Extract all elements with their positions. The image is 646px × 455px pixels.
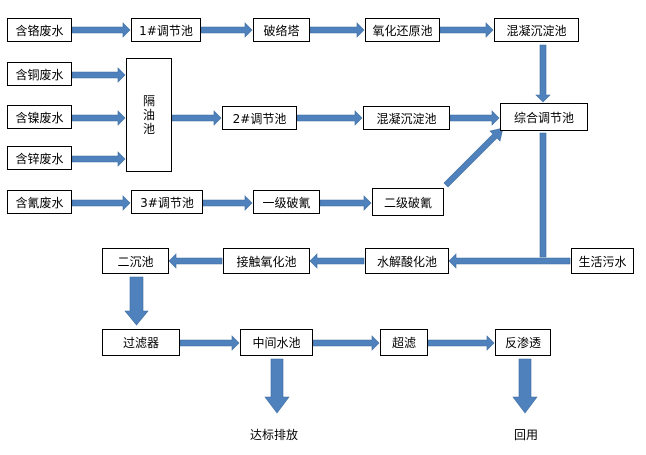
label-chrome-waste: 含铬废水 [15,23,64,38]
arrow-adjust3-to-break1 [202,195,253,211]
node-adjust2: 2#调节池 [222,106,297,130]
node-intermediate-pool: 中间水池 [240,329,313,356]
output-discharge: 达标排放 [250,428,299,442]
node-breaker-tower: 破络塔 [253,18,310,42]
arrow-intermediate-to-discharge [264,358,290,414]
label-copper-waste: 含铜废水 [15,67,64,82]
node-adjust1: 1#调节池 [131,18,201,42]
arrow-break2-to-comprehensive [443,127,504,188]
node-coag-settle-2: 混凝沉淀池 [363,106,450,130]
arrow-comprehensive-down-to-hydrolysis [539,132,547,258]
label-coag-settle-2: 混凝沉淀池 [376,111,437,126]
label-zinc-waste: 含锌废水 [15,151,64,166]
node-redox-pool: 氧化还原池 [365,18,440,42]
label-intermediate-pool: 中间水池 [252,336,301,350]
label-cyanide-break-2: 二级破氰 [383,195,432,210]
node-nickel-waste: 含镍废水 [7,105,72,129]
node-chrome-waste: 含铬废水 [7,18,72,42]
arrow-adjust1-to-breaker [200,22,253,38]
arrow-zinc-to-oil [71,151,126,167]
label-redox-pool: 氧化还原池 [372,23,433,38]
node-filter: 过滤器 [102,329,180,356]
label-nickel-waste: 含镍废水 [15,110,64,125]
arrow-cyanide-to-adjust3 [71,195,131,211]
label-domestic-sewage: 生活污水 [578,254,627,269]
label-cyanide-break-1: 一级破氰 [262,195,311,210]
arrow-break1-to-break2 [319,195,372,211]
node-copper-waste: 含铜废水 [7,62,72,86]
arrow-domestic-to-hydrolysis [448,253,571,269]
node-contact-oxidation: 接触氧化池 [223,248,310,274]
node-ultrafiltration: 超滤 [380,329,428,356]
label-oil-separator-3: 池 [142,122,155,136]
label-ultrafiltration: 超滤 [391,336,416,350]
arrow-adjust2-to-coag2 [296,110,363,126]
node-secondary-settle: 二沉池 [102,248,169,274]
label-cyanide-waste: 含氰废水 [15,195,64,210]
arrow-chrome-to-adjust1 [71,22,131,38]
output-reuse: 回用 [514,428,539,442]
arrow-oil-to-adjust2 [171,110,222,126]
node-cyanide-break-2: 二级破氰 [372,188,444,216]
node-cyanide-break-1: 一级破氰 [253,190,320,214]
node-adjust3: 3#调节池 [131,190,203,214]
node-oil-separator: 隔 油 池 [126,58,172,172]
label-comprehensive-adjust: 综合调节池 [513,110,574,125]
label-adjust1: 1#调节池 [139,23,193,38]
arrow-breaker-to-redox [309,22,365,38]
node-zinc-waste: 含锌废水 [7,146,72,170]
arrow-copper-to-oil [71,67,126,83]
label-reverse-osmosis: 反渗透 [504,336,541,350]
arrow-redox-to-coag1 [439,22,494,38]
node-hydrolysis-acid: 水解酸化池 [365,248,449,274]
node-domestic-sewage: 生活污水 [571,248,634,274]
arrow-nickel-to-oil [71,110,126,126]
node-cyanide-waste: 含氰废水 [7,190,72,214]
label-oil-separator-2: 油 [142,108,155,122]
arrow-ultra-to-ro [427,335,495,351]
label-hydrolysis-acid: 水解酸化池 [376,254,437,269]
arrow-hydrolysis-to-contact [309,253,365,269]
node-comprehensive-adjust: 综合调节池 [500,103,588,131]
node-reverse-osmosis: 反渗透 [495,329,551,356]
label-adjust2: 2#调节池 [232,111,287,126]
node-coag-settle-1: 混凝沉淀池 [494,18,579,42]
label-adjust3: 3#调节池 [140,195,194,210]
arrow-contact-to-settle [168,253,223,269]
label-coag-settle-1: 混凝沉淀池 [506,23,567,38]
arrow-intermediate-to-ultra [312,335,380,351]
label-oil-separator-1: 隔 [142,94,155,108]
arrow-coag1-down-to-comprehensive [535,44,551,103]
label-secondary-settle: 二沉池 [117,254,154,269]
label-filter: 过滤器 [122,336,159,350]
arrow-coag2-to-comprehensive [449,110,500,126]
arrow-ro-to-reuse [512,358,538,414]
label-contact-oxidation: 接触氧化池 [236,254,297,269]
arrow-settle-down-to-filter [124,276,149,326]
label-breaker-tower: 破络塔 [263,23,300,38]
arrow-filter-to-intermediate [179,335,240,351]
